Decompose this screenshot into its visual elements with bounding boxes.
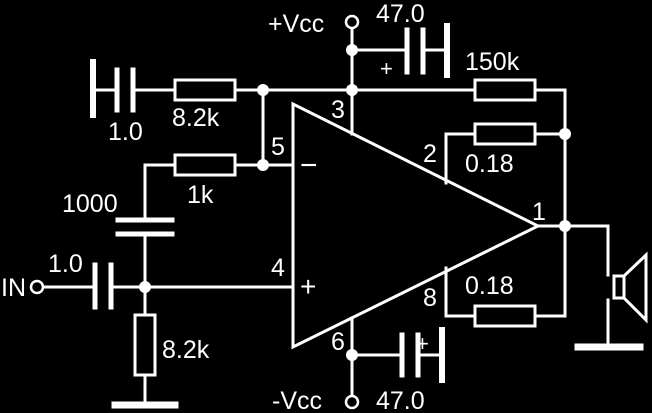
junction-pin5 — [257, 159, 269, 171]
terminal-vcc-neg — [344, 394, 360, 410]
label-res-150k: 150k — [465, 48, 520, 76]
label-vcc-neg: -Vcc — [272, 387, 322, 413]
label-cap-top-polarity: + — [380, 56, 393, 81]
label-cap-bottom-polarity: + — [416, 331, 429, 356]
res-018-top — [473, 122, 537, 146]
label-pin2: 2 — [423, 140, 437, 168]
terminal-in — [29, 279, 45, 295]
label-minus: − — [300, 149, 318, 182]
junction-vcc — [346, 44, 358, 56]
junction-pin3 — [346, 84, 358, 96]
label-pin5: 5 — [271, 133, 285, 161]
label-input: IN — [1, 274, 26, 302]
opamp-triangle — [291, 101, 542, 350]
res-82k-bottom — [133, 313, 157, 377]
label-pin8: 8 — [423, 284, 437, 312]
label-pin3: 3 — [331, 96, 345, 124]
res-1k — [173, 153, 237, 177]
label-res-82k-top: 8.2k — [172, 104, 220, 132]
label-plus: + — [300, 271, 316, 302]
label-res-1k: 1k — [187, 181, 214, 209]
label-pin4: 4 — [271, 254, 285, 282]
label-pin6: 6 — [331, 328, 345, 356]
label-vcc-pos: +Vcc — [268, 10, 324, 38]
junction-right-top — [559, 128, 571, 140]
label-res-018-bottom: 0.18 — [465, 272, 514, 300]
label-cap-in: 1.0 — [48, 250, 83, 278]
label-cap-bottom: 47.0 — [376, 387, 425, 413]
label-pin1: 1 — [532, 198, 546, 226]
res-82k-top — [173, 78, 237, 102]
label-res-018-top: 0.18 — [465, 150, 514, 178]
terminal-vcc-pos — [344, 14, 360, 30]
label-cap-top: 47.0 — [376, 0, 425, 28]
label-cap-1000: 1000 — [62, 190, 118, 218]
label-cap-fb: 1.0 — [108, 118, 143, 146]
junction-263-top — [257, 84, 269, 96]
junction-in — [139, 281, 151, 293]
res-150k — [473, 78, 537, 102]
label-res-82k-bottom: 8.2k — [162, 336, 210, 364]
junction-out — [559, 220, 571, 232]
junction-pin6 — [346, 349, 358, 361]
res-018-bottom — [473, 304, 537, 328]
speaker-cone — [622, 251, 648, 324]
